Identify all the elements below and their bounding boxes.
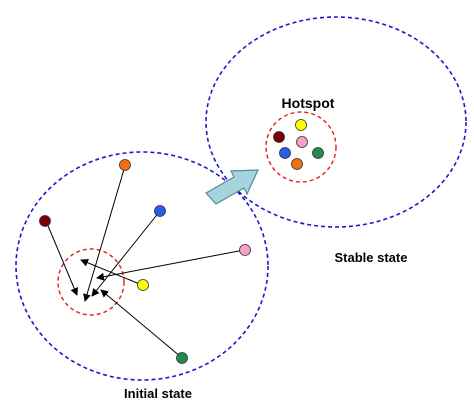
- trajectory-orange: [83, 165, 126, 302]
- particle-stable-blue: [279, 147, 291, 159]
- trajectory-yellow: [80, 258, 143, 286]
- particle-initial-dark-red: [39, 215, 51, 227]
- particle-initial-yellow: [137, 279, 149, 291]
- stable-state-label: Stable state: [335, 250, 408, 265]
- particle-stable-orange: [291, 158, 303, 170]
- initial-state-label: Initial state: [124, 386, 192, 401]
- particle-trajectories: [45, 165, 245, 358]
- trajectory-green: [100, 289, 182, 358]
- stable-hotspot-circle: [265, 111, 337, 183]
- particle-initial-blue: [154, 205, 166, 217]
- particle-initial-orange: [119, 159, 131, 171]
- trajectory-blue: [91, 210, 161, 297]
- initial-state-particles: [39, 159, 251, 364]
- initial-hotspot-circle: [57, 248, 125, 316]
- initial-state-region: [15, 151, 269, 381]
- particle-stable-yellow: [295, 119, 307, 131]
- stable-state-region: [205, 16, 467, 228]
- hotspot-label: Hotspot: [282, 95, 335, 111]
- particle-initial-pink: [239, 244, 251, 256]
- transition-arrow: [205, 169, 259, 205]
- particle-stable-green: [312, 147, 324, 159]
- trajectory-dark-red: [45, 220, 78, 296]
- trajectory-pink: [96, 249, 245, 281]
- particle-stable-dark-red: [273, 131, 285, 143]
- particle-initial-green: [176, 352, 188, 364]
- stable-state-particles: [273, 119, 324, 170]
- particle-stable-pink: [296, 136, 308, 148]
